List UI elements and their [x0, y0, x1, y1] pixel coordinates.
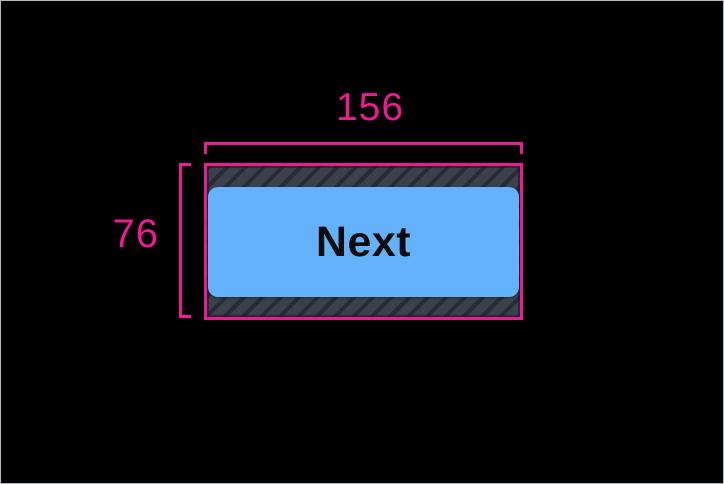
width-dimension-label: 156 — [335, 86, 405, 129]
touch-target-area: Next — [204, 163, 523, 320]
width-dimension-line — [204, 142, 523, 154]
height-dimension-label: 76 — [112, 212, 159, 256]
next-button[interactable]: Next — [208, 187, 519, 297]
height-dimension-bracket — [179, 163, 191, 318]
